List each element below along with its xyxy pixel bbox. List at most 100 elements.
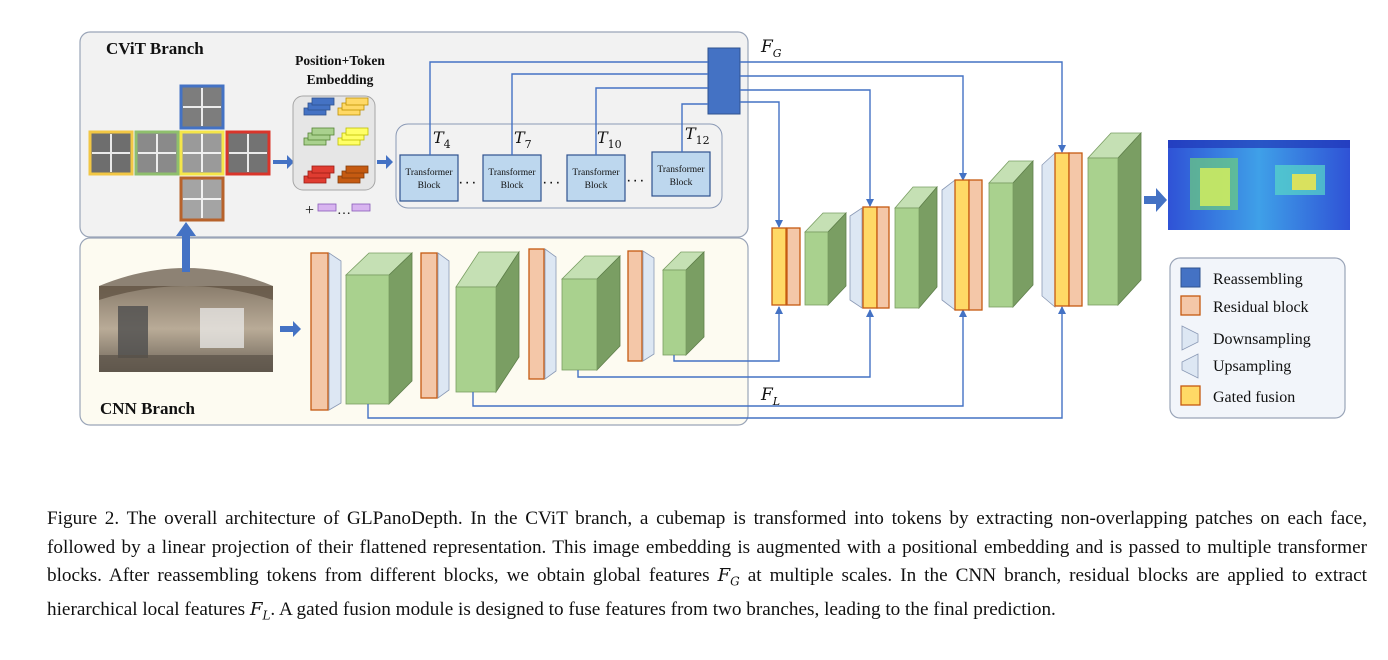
- residual-block: [528, 248, 545, 380]
- token-stack-red: [303, 165, 335, 184]
- upsample-layer: [941, 179, 956, 311]
- tap-label-t10: T10: [597, 128, 622, 151]
- local-feature-lines: [367, 306, 1066, 419]
- svg-text:Transformer: Transformer: [488, 167, 536, 178]
- token-stack-blue: [303, 97, 335, 116]
- block-dots: · · ·: [627, 177, 644, 187]
- feature-block-side: [685, 251, 705, 356]
- transformer-block: Transformer Block: [566, 154, 626, 202]
- cnn-encoder: [310, 248, 705, 411]
- residual-block: [968, 179, 983, 311]
- feature-block: [804, 231, 829, 306]
- caption-middle: at multiple scales. In the CNN branch, r…: [47, 565, 1368, 621]
- block-dots: · · ·: [459, 179, 476, 189]
- tap-label-t4: T4: [433, 128, 451, 151]
- architecture-diagram: CViT Branch CNN Branch Position+Token Em…: [79, 31, 1350, 426]
- token-stacks: [303, 97, 369, 184]
- svg-text:Transformer: Transformer: [657, 164, 705, 175]
- cvit-branch-title: CViT Branch: [106, 39, 204, 58]
- position-token-ellipsis: …: [337, 203, 351, 218]
- upsample-layer: [849, 207, 863, 309]
- fl-symbol: FL: [249, 599, 271, 623]
- downsample-layer: [437, 252, 450, 399]
- residual-block: [876, 206, 890, 309]
- legend-box: [1169, 257, 1346, 419]
- caption-suffix: . A gated fusion module is designed to f…: [270, 599, 1056, 621]
- residual-block: [1068, 152, 1083, 307]
- figure-caption: Figure 2. The overall architecture of GL…: [47, 505, 1367, 630]
- transformer-block: Transformer Block: [651, 151, 711, 197]
- token-stack-brown: [337, 165, 369, 184]
- svg-text:Block: Block: [585, 181, 608, 191]
- upsample-layer: [1041, 152, 1056, 308]
- gated-fusion-block: [1054, 152, 1070, 307]
- embedding-to-transformer-arrow: [377, 155, 393, 169]
- tap-label-t7: T7: [514, 128, 532, 151]
- downsample-layer: [328, 252, 342, 411]
- residual-block: [310, 252, 329, 411]
- feature-block-side: [1012, 159, 1034, 309]
- svg-text:Upsampling: Upsampling: [1213, 358, 1291, 375]
- svg-text:Block: Block: [501, 181, 524, 191]
- decoder: [771, 131, 1142, 311]
- residual-block: [786, 227, 801, 306]
- fg-label: FG: [760, 37, 782, 60]
- tap-label-t12: T12: [685, 124, 710, 147]
- legend-item-residual: Residual block: [1180, 295, 1309, 316]
- token-stack-green: [303, 127, 335, 146]
- feature-block: [988, 182, 1014, 308]
- plus-sign: +: [305, 202, 314, 219]
- legend-item-upsampling: Upsampling: [1181, 353, 1291, 379]
- svg-text:Transformer: Transformer: [405, 167, 453, 178]
- svg-text:Block: Block: [418, 181, 441, 191]
- gated-fusion-swatch: [1180, 385, 1201, 406]
- position-token: [317, 203, 337, 212]
- residual-block: [420, 252, 438, 399]
- embedding-title-line1: Position+Token: [295, 53, 385, 68]
- downsample-layer: [544, 248, 557, 380]
- reassemble-block: [707, 47, 741, 115]
- feature-block: [455, 286, 497, 393]
- cubemap-input: [88, 84, 271, 222]
- reassemble-swatch: [1180, 267, 1201, 288]
- feature-block: [1087, 157, 1119, 306]
- feature-block: [561, 278, 598, 371]
- transformer-block: Transformer Block: [482, 154, 542, 202]
- position-token: [351, 203, 371, 212]
- transformer-group: [395, 123, 723, 209]
- decoder-to-output-arrow: [1144, 188, 1167, 212]
- cnn-branch-title: CNN Branch: [100, 399, 195, 418]
- token-stack-yellow: [337, 97, 369, 116]
- svg-text:Transformer: Transformer: [572, 167, 620, 178]
- feature-block-side: [388, 252, 413, 405]
- embedding-title-line2: Embedding: [307, 72, 374, 87]
- legend-item-gated-fusion: Gated fusion: [1180, 385, 1295, 406]
- cnn-to-cvit-arrow: [176, 222, 196, 272]
- upsample-swatch: [1181, 353, 1199, 379]
- fg-symbol: FG: [717, 565, 740, 589]
- feature-block-side: [1117, 131, 1142, 307]
- feature-block-side: [918, 185, 938, 310]
- svg-text:Downsampling: Downsampling: [1213, 331, 1311, 348]
- feature-block: [345, 274, 390, 405]
- block-dots: · · ·: [543, 179, 560, 189]
- gated-fusion-block: [771, 227, 787, 306]
- panorama-to-cnn-arrow: [280, 321, 301, 337]
- tap-lines: [429, 61, 708, 155]
- downsample-layer: [642, 250, 655, 362]
- svg-text:Block: Block: [670, 178, 693, 188]
- caption-prefix: Figure 2. The overall architecture of GL…: [47, 508, 1367, 586]
- transformer-block: Transformer Block: [399, 154, 459, 202]
- residual-block: [627, 250, 643, 362]
- svg-text:Residual block: Residual block: [1213, 299, 1309, 316]
- downsample-swatch: [1181, 325, 1199, 351]
- panorama-input: [99, 268, 273, 372]
- global-feature-lines: [740, 61, 1066, 228]
- svg-text:Gated fusion: Gated fusion: [1213, 389, 1295, 406]
- legend-item-downsampling: Downsampling: [1181, 325, 1311, 351]
- gated-fusion-block: [954, 179, 970, 311]
- svg-text:Reassembling: Reassembling: [1213, 271, 1303, 288]
- feature-block: [894, 207, 920, 309]
- feature-block: [662, 269, 687, 356]
- cubemap-to-embedding-arrow: [273, 155, 294, 169]
